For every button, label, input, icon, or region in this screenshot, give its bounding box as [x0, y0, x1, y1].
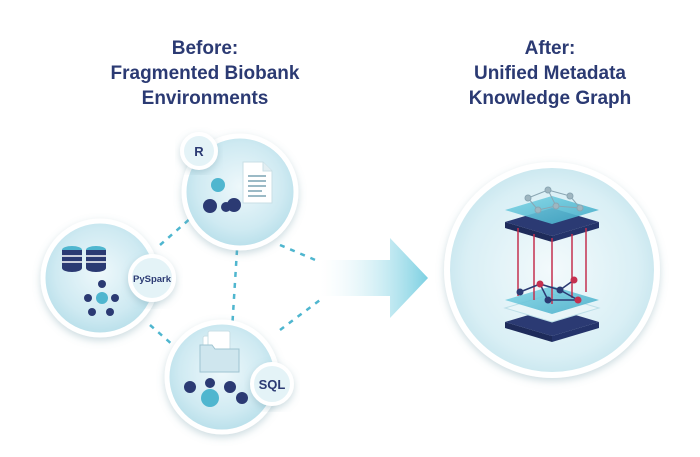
pyspark-badge: PySpark [128, 254, 176, 302]
knowledge-graph-environment [444, 162, 660, 378]
after-title-line1: After: [524, 38, 576, 59]
r-label: R [194, 144, 204, 159]
before-title-line3: Environments [141, 88, 269, 109]
sql-environment [164, 319, 280, 435]
network-icon [184, 378, 248, 407]
network-icon [84, 280, 119, 316]
knowledge-graph-icon [503, 186, 601, 342]
after-title-line3: Knowledge Graph [468, 88, 632, 109]
arrow-right-icon [320, 238, 428, 318]
network-icon [203, 178, 241, 213]
before-heading: Before: Fragmented Biobank Environments [80, 36, 330, 111]
after-title-line2: Unified Metadata [473, 63, 627, 84]
sql-badge: SQL [250, 362, 294, 406]
database-icon [62, 246, 106, 272]
r-badge: R [180, 132, 218, 170]
folder-icon [199, 330, 240, 373]
before-title-line2: Fragmented Biobank [110, 63, 300, 84]
after-heading: After: Unified Metadata Knowledge Graph [430, 36, 670, 111]
pyspark-label: PySpark [133, 274, 172, 285]
before-title-line1: Before: [171, 38, 239, 59]
sql-label: SQL [259, 377, 286, 392]
pyspark-environment [40, 218, 160, 338]
document-icon [242, 161, 273, 204]
